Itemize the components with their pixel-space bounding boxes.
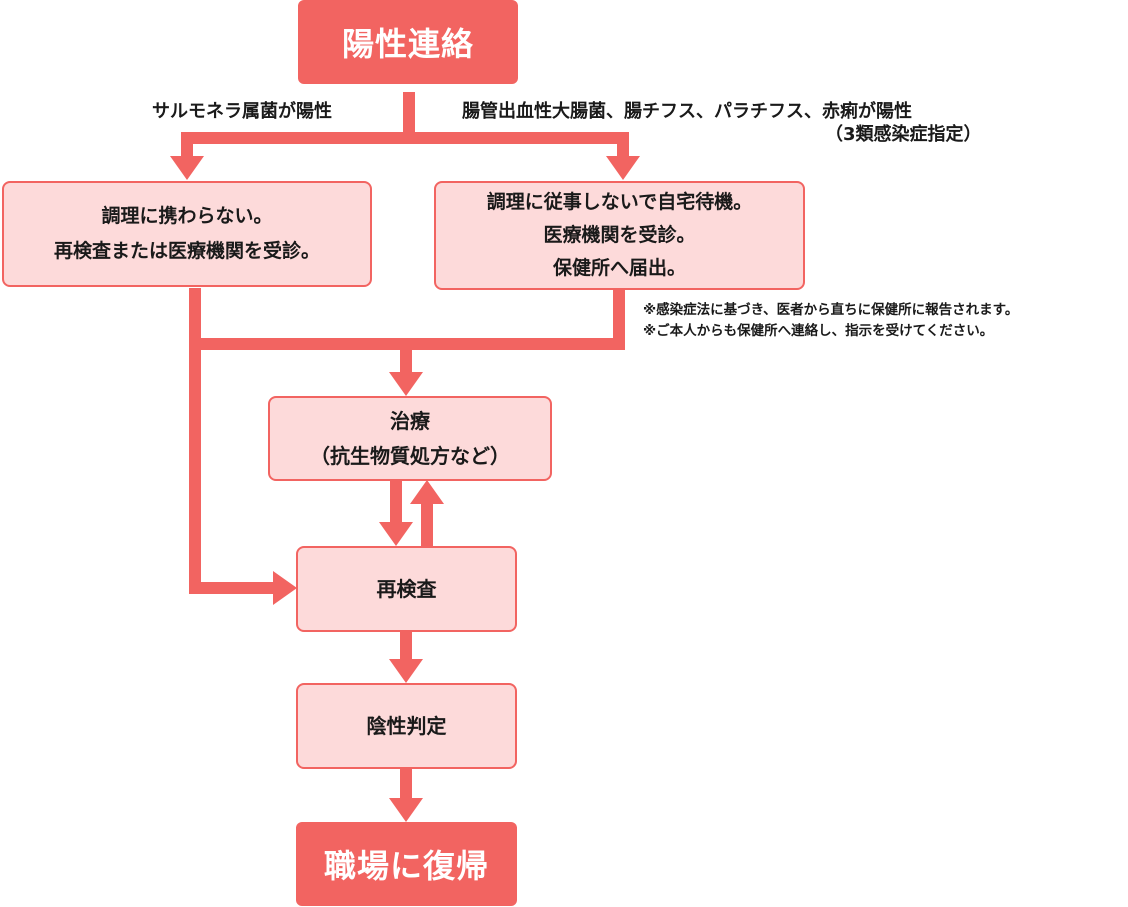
start-label: 陽性連絡	[341, 25, 474, 63]
left-action-line: 再検査または医療機関を受診。	[53, 240, 320, 262]
negative-result-label: 陰性判定	[366, 713, 447, 738]
connector-line	[181, 132, 629, 144]
left-action-box: 調理に携わらない。 再検査または医療機関を受診。	[2, 181, 372, 287]
note-line: ※感染症法に基づき、医者から直ちに保健所に報告されます。	[643, 302, 1019, 318]
treatment-box: 治療 （抗生物質処方など）	[268, 396, 552, 481]
connector-line	[181, 132, 193, 158]
connector-line	[613, 290, 625, 346]
arrow-head	[389, 372, 423, 396]
connector-line	[189, 288, 201, 594]
note-line: ※ご本人からも保健所へ連絡し、指示を受けてください。	[643, 323, 994, 339]
connector-line	[400, 338, 412, 374]
right-action-box: 調理に従事しないで自宅待機。 医療機関を受診。 保健所へ届出。	[434, 181, 805, 290]
negative-result-box: 陰性判定	[296, 683, 517, 769]
arrow-head	[379, 522, 413, 546]
treatment-detail: （抗生物質処方など）	[310, 443, 510, 468]
connector-line	[400, 768, 412, 800]
arrow-head	[389, 798, 423, 822]
arrow-head	[170, 156, 204, 180]
connector-line	[421, 502, 433, 546]
right-branch-sublabel: （3類感染症指定）	[825, 124, 982, 145]
start-box: 陽性連絡	[298, 0, 518, 84]
arrow-head	[389, 659, 423, 683]
connector-line	[403, 92, 415, 138]
right-action-line: 医療機関を受診。	[543, 224, 696, 246]
notes: ※感染症法に基づき、医者から直ちに保健所に報告されます。 ※ご本人からも保健所へ…	[643, 300, 1018, 342]
arrow-head	[410, 480, 444, 504]
arrow-head	[273, 571, 297, 605]
left-action-line: 調理に携わらない。	[101, 205, 273, 227]
end-label: 職場に復帰	[323, 847, 489, 885]
treatment-title: 治療	[390, 408, 430, 433]
connector-line	[617, 132, 629, 158]
connector-line	[390, 480, 402, 524]
retest-label: 再検査	[376, 576, 437, 601]
right-action-line: 保健所へ届出。	[552, 257, 686, 279]
connector-line	[189, 582, 275, 594]
right-branch-label: 腸管出血性大腸菌、腸チフス、パラチフス、赤痢が陽性	[462, 101, 912, 122]
right-action-line: 調理に従事しないで自宅待機。	[486, 191, 753, 213]
end-box: 職場に復帰	[296, 822, 517, 906]
retest-box: 再検査	[296, 546, 517, 632]
left-branch-label: サルモネラ属菌が陽性	[152, 101, 332, 122]
connector-line	[400, 631, 412, 661]
arrow-head	[606, 156, 640, 180]
